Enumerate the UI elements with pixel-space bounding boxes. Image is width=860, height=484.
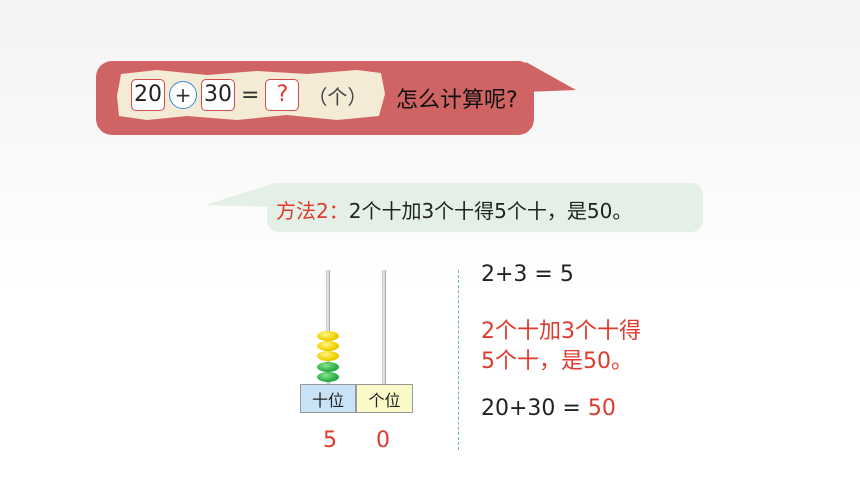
ones-place-label: 个位 bbox=[356, 384, 413, 413]
addend-a-box: 20 bbox=[131, 79, 165, 111]
final-result: 50 bbox=[587, 396, 616, 421]
method-bubble-tail bbox=[205, 183, 275, 207]
step-final-equation: 20+30 = 50 bbox=[481, 396, 616, 421]
step-ones-sum: 2+3 = 5 bbox=[481, 262, 574, 287]
step-tens-explanation-2: 5个十，是50。 bbox=[481, 349, 633, 374]
question-bubble-tail bbox=[526, 62, 576, 92]
final-expression: 20+30 = bbox=[481, 396, 588, 421]
ones-rod bbox=[382, 270, 386, 384]
dashed-divider bbox=[458, 270, 459, 450]
method-bubble bbox=[267, 183, 703, 232]
plus-operator: + bbox=[169, 81, 197, 109]
question-text: 怎么计算呢? bbox=[396, 88, 518, 113]
tens-place-label: 十位 bbox=[300, 384, 356, 413]
bead bbox=[317, 351, 339, 361]
tens-digit: 5 bbox=[323, 428, 337, 453]
bead bbox=[317, 331, 339, 341]
unknown-box: ? bbox=[265, 79, 300, 111]
bead bbox=[317, 362, 339, 372]
tens-rod bbox=[326, 270, 330, 384]
step-tens-explanation-1: 2个十加3个十得 bbox=[481, 319, 641, 344]
addend-b-box: 30 bbox=[201, 79, 235, 111]
ones-digit: 0 bbox=[376, 428, 390, 453]
method2-description: 2个十加3个十得5个十，是50。 bbox=[348, 199, 633, 223]
equation: 20 + 30 = ? （个） bbox=[131, 78, 367, 112]
method2-text: 方法2：2个十加3个十得5个十，是50。 bbox=[276, 195, 632, 224]
bead bbox=[317, 341, 339, 351]
method2-label: 方法2： bbox=[276, 199, 349, 223]
bead bbox=[317, 372, 339, 382]
equals-sign: = bbox=[241, 82, 260, 108]
unit-label: （个） bbox=[307, 84, 368, 109]
